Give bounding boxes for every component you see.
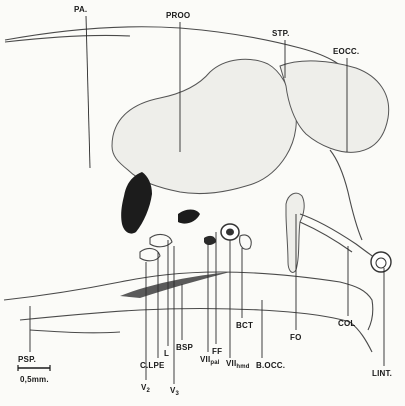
inner-structure-c (240, 235, 252, 249)
label-scale: 0,5mm. (20, 376, 49, 384)
foramen-ring-inner (226, 229, 234, 236)
label-v3: V3 (170, 387, 179, 395)
label-eocc: EOCC. (333, 48, 359, 56)
label-stp: STP. (272, 30, 290, 38)
label-bct: BCT (236, 322, 253, 330)
label-fo: FO (290, 334, 302, 342)
label-viipal: VIIpal (200, 356, 220, 364)
dark-foramen (178, 210, 200, 224)
label-ff: FF (212, 348, 222, 356)
label-psp: PSP. (18, 356, 36, 364)
label-viihmd: VIIhmd (226, 360, 250, 368)
label-bocc: B.OCC. (256, 362, 285, 370)
label-pa: PA. (74, 6, 87, 14)
columella (300, 214, 378, 260)
label-bsp: BSP (176, 344, 193, 352)
leader-pa (86, 16, 90, 168)
dark-cavity (121, 172, 152, 234)
label-l: L (164, 350, 169, 358)
basisphenoid-wedge (120, 272, 230, 298)
label-lint: LINT. (372, 370, 392, 378)
basal-outline-lower (20, 309, 350, 323)
label-clpe: C.LPE (140, 362, 165, 370)
inner-structure-a (140, 249, 160, 261)
skull-outline-posterior (330, 150, 362, 240)
supratemporal-bone (280, 61, 389, 152)
label-col: COL (338, 320, 356, 328)
dark-foramen-2 (204, 236, 216, 245)
label-proo: PROO (166, 12, 190, 20)
inner-structure-b (150, 235, 172, 247)
fenestra-ovalis (286, 193, 304, 272)
parasphenoid-lower (30, 330, 120, 333)
label-v2: V2 (141, 384, 150, 392)
inner-ear-loop (371, 252, 391, 272)
